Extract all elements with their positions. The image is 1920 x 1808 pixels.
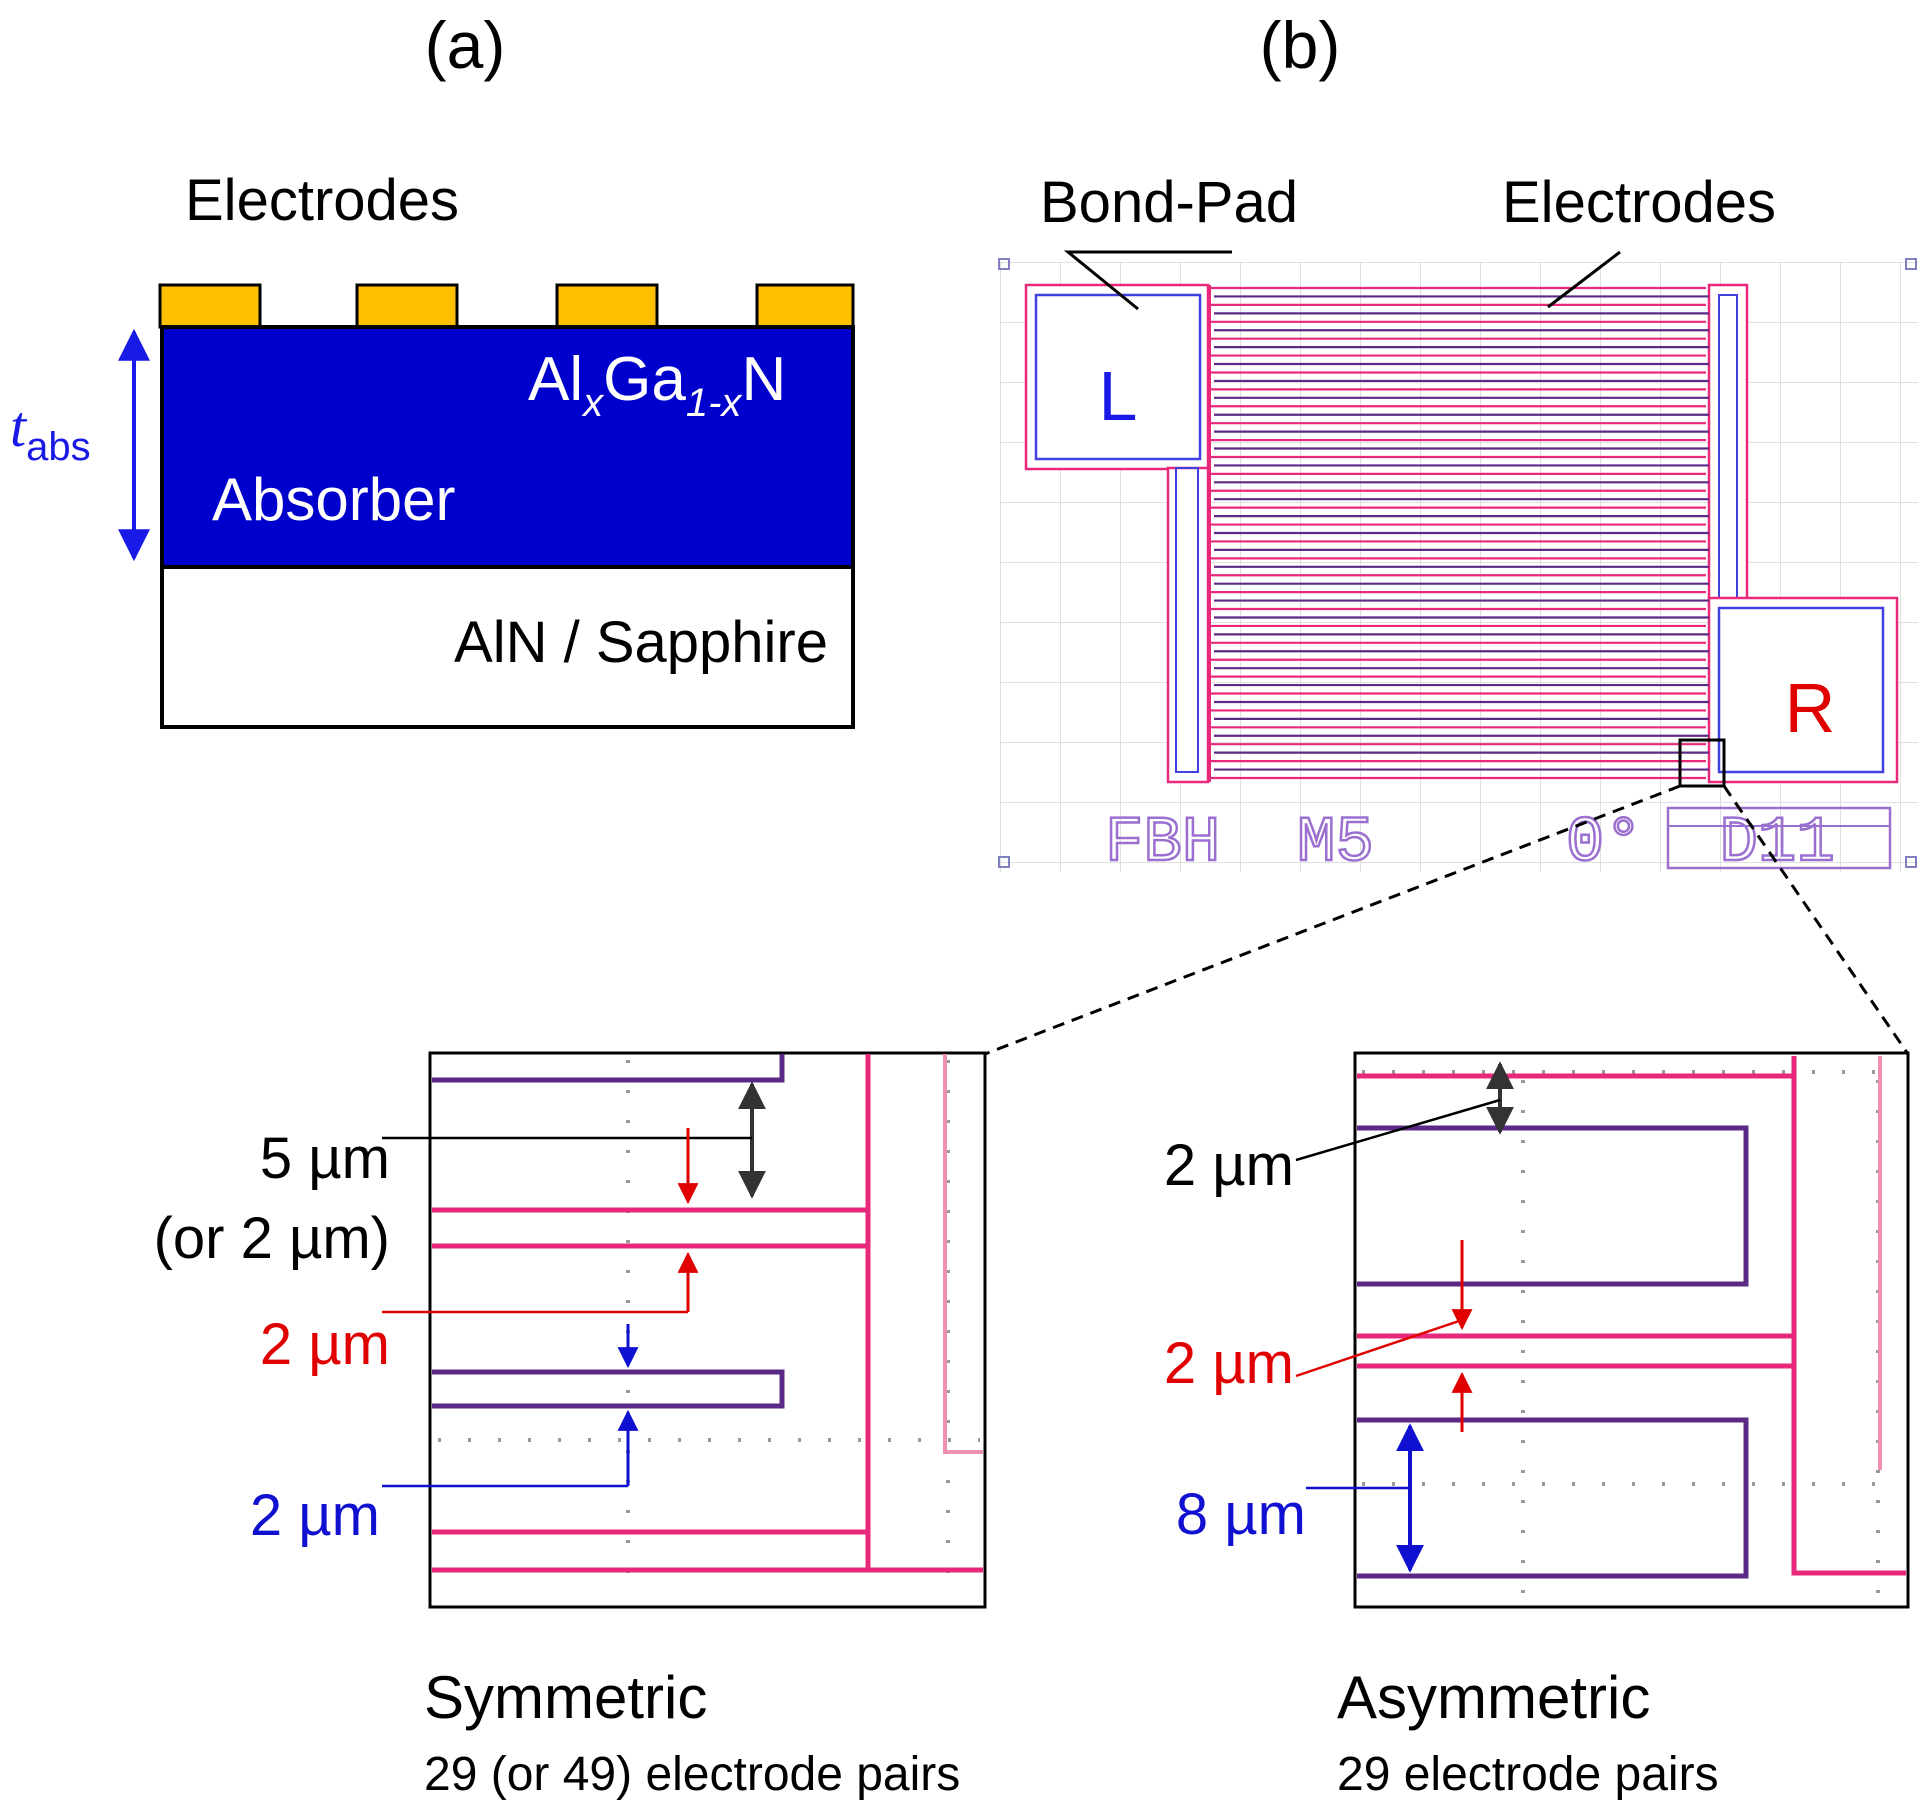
corner-marker xyxy=(1905,856,1917,868)
thickness-label: tabs xyxy=(10,394,91,469)
zoom-line-right xyxy=(1722,785,1910,1055)
electrodes-leader xyxy=(1547,250,1621,309)
corner-marker xyxy=(1905,258,1917,270)
inset-asymmetric: 2 µm 2 µm 8 µm Asymmetric 29 electrode p… xyxy=(1164,1051,1910,1801)
electrode-2 xyxy=(355,283,459,329)
pink-width-leader xyxy=(1295,1318,1463,1378)
bus-left xyxy=(1166,466,1210,784)
pink-width-label: 2 µm xyxy=(260,1312,390,1377)
panel-a: (a) Electrodes AlxGa1-xN Absorber AlN / … xyxy=(10,8,855,729)
electrode-3 xyxy=(555,283,659,329)
pad-left-letter: L xyxy=(1099,357,1138,435)
asymmetric-title: Asymmetric xyxy=(1337,1664,1650,1731)
symmetric-title: Symmetric xyxy=(424,1664,707,1731)
pad-right-letter: R xyxy=(1785,669,1836,747)
panel-a-electrodes-label: Electrodes xyxy=(185,168,459,233)
zoom-line-left xyxy=(984,784,1681,1056)
inset-symmetric: 5 µm (or 2 µm) 2 µm 2 µm Symmetric 29 (o… xyxy=(154,1051,987,1801)
electrode-1 xyxy=(158,283,262,329)
pink-width-label: 2 µm xyxy=(1164,1331,1294,1396)
pink-outer-bus xyxy=(943,1054,983,1454)
bus-left-top xyxy=(1207,285,1211,782)
pink-bus xyxy=(1791,1056,1906,1576)
bondpad-label: Bond-Pad xyxy=(1040,170,1298,235)
purple-finger xyxy=(432,1369,785,1409)
bondpad-leader xyxy=(1063,250,1232,311)
inset-asymmetric-frame xyxy=(1353,1051,1910,1609)
interdigitated-fingers xyxy=(1211,286,1709,780)
electrode-4 xyxy=(755,283,855,329)
bus-right xyxy=(1707,283,1749,607)
substrate-label: AlN / Sapphire xyxy=(454,610,828,675)
purple-finger xyxy=(1357,1125,1749,1287)
corner-marker xyxy=(998,856,1010,868)
absorber-layer xyxy=(160,325,855,569)
panel-a-label: (a) xyxy=(425,8,506,82)
corner-marker xyxy=(998,258,1010,270)
panel-b-label: (b) xyxy=(1260,8,1341,82)
gap-leader xyxy=(1295,1098,1501,1162)
absorber-formula: AlxGa1-xN xyxy=(528,345,786,425)
absorber-label: Absorber xyxy=(212,466,455,533)
panel-b: (b) Bond-Pad Electrodes L R FBH M5 0° D1… xyxy=(984,8,1918,1056)
bus-left-inner xyxy=(1175,467,1199,773)
symmetric-subtitle: 29 (or 49) electrode pairs xyxy=(424,1748,960,1801)
gap-label: 2 µm xyxy=(1164,1133,1294,1198)
substrate-layer xyxy=(160,565,855,729)
inset-symmetric-frame xyxy=(428,1051,987,1609)
pad-right-inner xyxy=(1717,606,1885,774)
purple-width-label: 2 µm xyxy=(250,1483,380,1548)
spacing-label: 5 µm xyxy=(260,1126,390,1191)
spacing-alt-label: (or 2 µm) xyxy=(154,1206,390,1271)
purple-width-label: 8 µm xyxy=(1176,1482,1306,1547)
asymmetric-subtitle: 29 electrode pairs xyxy=(1337,1748,1719,1801)
zoom-region-box xyxy=(1678,738,1726,788)
purple-finger xyxy=(432,1054,785,1083)
pad-left-inner xyxy=(1034,293,1202,461)
chip-marking-box xyxy=(1666,806,1892,870)
purple-finger xyxy=(1357,1417,1749,1579)
panel-b-electrodes-label: Electrodes xyxy=(1502,170,1776,235)
